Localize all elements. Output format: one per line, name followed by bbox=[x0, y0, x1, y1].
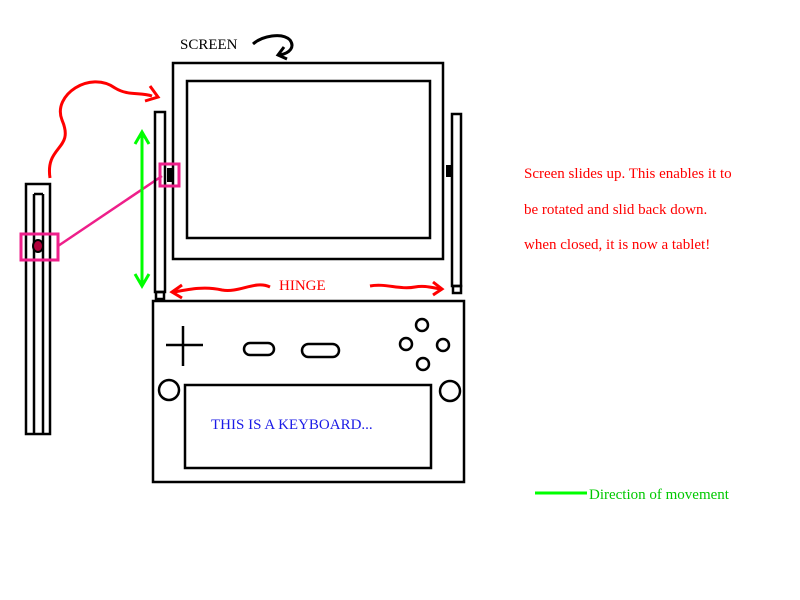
left-rail-pivot-highlight bbox=[158, 162, 181, 188]
face-button-right bbox=[435, 337, 451, 353]
right-rail-foot bbox=[451, 284, 463, 295]
select-button bbox=[242, 341, 276, 357]
note-line-2: be rotated and slid back down. bbox=[524, 202, 708, 218]
screen-label-arrow-head bbox=[275, 46, 288, 61]
left-rail-pivot bbox=[167, 168, 173, 182]
left-rail-body bbox=[153, 110, 167, 294]
right-side-button bbox=[438, 379, 462, 403]
base-outer-frame bbox=[151, 299, 466, 484]
pivot-connector-line bbox=[57, 174, 163, 248]
screen-outer-frame bbox=[171, 61, 445, 261]
keyboard-label: THIS IS A KEYBOARD... bbox=[211, 417, 373, 433]
left-slider-rail bbox=[153, 110, 167, 301]
screen-label: SCREEN bbox=[180, 37, 238, 53]
hinge-label: HINGE bbox=[279, 278, 326, 294]
hinge-arrow-right bbox=[369, 283, 442, 291]
face-button-top bbox=[414, 317, 430, 333]
hinge-arrow-left bbox=[173, 283, 271, 294]
face-button-left bbox=[398, 336, 414, 352]
right-slider-rail bbox=[450, 112, 463, 295]
side-view-pivot-dot bbox=[32, 239, 44, 253]
side-view-outer-frame bbox=[24, 182, 52, 436]
keyboard-area bbox=[183, 383, 433, 470]
start-button bbox=[300, 342, 341, 359]
screen-label-arrow bbox=[252, 34, 294, 57]
side-view bbox=[24, 182, 52, 436]
note-line-1: Screen slides up. This enables it to bbox=[524, 166, 732, 182]
screen-display bbox=[185, 79, 432, 240]
base-body bbox=[151, 299, 466, 484]
hinge-arrow-right-head bbox=[432, 280, 445, 297]
side-view-pivot-highlight bbox=[19, 232, 60, 262]
note-line-3: when closed, it is now a tablet! bbox=[524, 237, 711, 253]
hinge-arrow-left-head bbox=[169, 283, 183, 300]
right-rail-pivot bbox=[446, 165, 452, 177]
screen-panel bbox=[171, 61, 445, 261]
face-button-bottom bbox=[415, 356, 431, 372]
legend-label: Direction of movement bbox=[589, 487, 729, 503]
rotate-arrow-head bbox=[144, 85, 161, 103]
left-side-button bbox=[157, 378, 181, 402]
left-rail-foot bbox=[154, 290, 166, 301]
right-rail-body bbox=[450, 112, 463, 288]
rotate-arrow bbox=[47, 80, 153, 179]
vertical-movement-arrow bbox=[133, 129, 151, 289]
